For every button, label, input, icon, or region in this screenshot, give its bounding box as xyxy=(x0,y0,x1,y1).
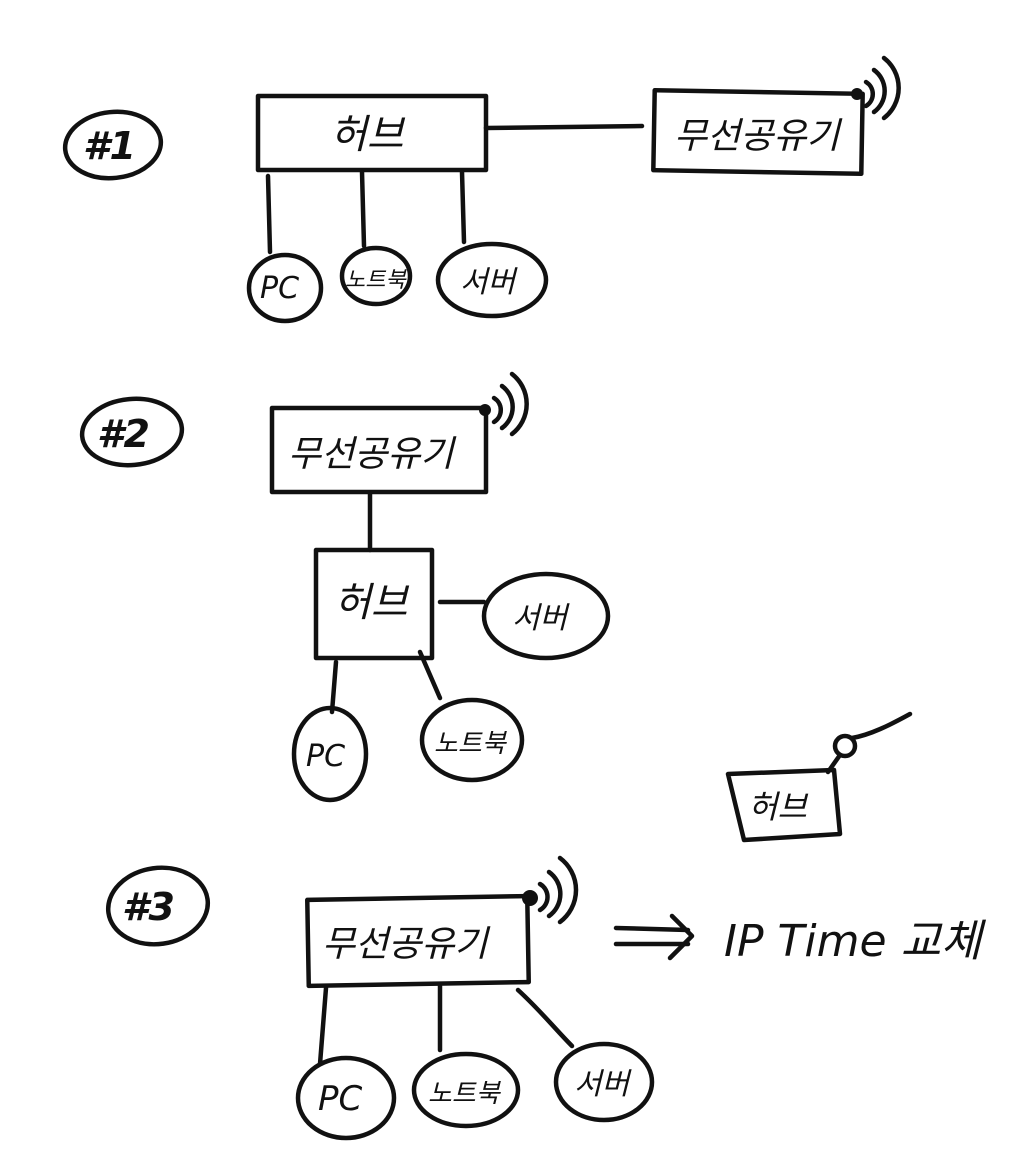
diagram-2-number: #2 xyxy=(97,412,150,456)
diagram-2-server-node xyxy=(481,571,611,661)
side-hub-label: 허브 xyxy=(748,788,808,826)
side-hub-box xyxy=(725,767,843,843)
diagram-1-router-label: 무선공유기 xyxy=(674,116,842,157)
diagram-2: #2 무선공유기 허브 서버 PC 노트북 xyxy=(79,371,611,803)
diagram-2-antenna-dot xyxy=(479,404,491,416)
diagram-1-hub-label: 허브 xyxy=(330,112,406,158)
diagram-1-server-label: 서버 xyxy=(460,265,519,300)
diagram-1-hub-box xyxy=(255,93,489,173)
diagram-2-pc-link xyxy=(329,659,339,715)
diagram-1: #1 허브 무선공유기 PC 노트북 서버 xyxy=(62,55,901,324)
diagram-1-router-box xyxy=(651,87,865,177)
diagram-2-pc-label: PC xyxy=(306,739,345,774)
diagram-3-server-node xyxy=(553,1041,655,1123)
diagram-3-pc-link xyxy=(317,985,329,1067)
diagram-3-pc-label: PC xyxy=(318,1079,363,1119)
diagram-1-notebook-node xyxy=(339,245,413,307)
diagram-2-router-box xyxy=(269,405,489,495)
diagram-2-server-label: 서버 xyxy=(512,601,571,636)
side-hub-sketch: 허브 xyxy=(725,711,913,843)
diagram-2-notebook-label: 노트북 xyxy=(434,729,508,759)
diagram-1-server-node xyxy=(435,241,549,319)
diagram-1-pc-node xyxy=(246,252,324,324)
diagram-3-notebook-label: 노트북 xyxy=(428,1079,502,1109)
diagram-3-router-box xyxy=(305,893,531,989)
side-hub-cable-icon xyxy=(825,711,913,775)
diagram-3-number: #3 xyxy=(122,885,175,929)
diagram-2-router-label: 무선공유기 xyxy=(288,434,456,475)
diagram-2-pc-node xyxy=(291,705,369,803)
side-hub-cable-plug-icon xyxy=(832,733,858,759)
diagram-1-server-link xyxy=(459,169,467,245)
diagram-1-notebook-label: 노트북 xyxy=(345,268,407,293)
diagram-1-number-badge xyxy=(62,109,164,181)
diagram-3-note: IP Time 교체 xyxy=(724,916,987,967)
diagram-3-notebook-node xyxy=(411,1051,521,1129)
diagram-2-notebook-link xyxy=(417,649,443,701)
diagram-1-hub-router-link xyxy=(483,123,645,131)
diagram-1-number: #1 xyxy=(83,124,136,168)
diagram-2-hub-box xyxy=(313,547,435,661)
diagram-3-antenna-dot xyxy=(522,890,538,906)
diagram-3-number-badge xyxy=(105,865,211,947)
diagram-2-hub-label: 허브 xyxy=(334,580,410,626)
diagram-1-notebook-link xyxy=(359,169,367,249)
diagram-3-server-link xyxy=(515,987,575,1049)
diagram-1-pc-link xyxy=(265,173,273,255)
diagram-3-pc-node xyxy=(295,1055,397,1141)
diagram-1-antenna-dot xyxy=(851,88,863,100)
diagram-3-wifi-signal-icon xyxy=(537,855,579,925)
diagram-2-number-badge xyxy=(79,396,185,468)
diagram-3-router-label: 무선공유기 xyxy=(322,924,490,965)
diagram-2-notebook-node xyxy=(419,697,525,783)
diagram-3-server-label: 서버 xyxy=(574,1067,633,1102)
diagram-3-arrow-icon xyxy=(613,913,695,961)
diagram-1-wifi-signal-icon xyxy=(863,55,901,121)
diagram-3: #3 무선공유기 IP Time 교체 PC 노트북 서버 xyxy=(105,855,987,1141)
diagram-1-pc-label: PC xyxy=(260,271,299,306)
diagram-2-wifi-signal-icon xyxy=(491,371,529,437)
